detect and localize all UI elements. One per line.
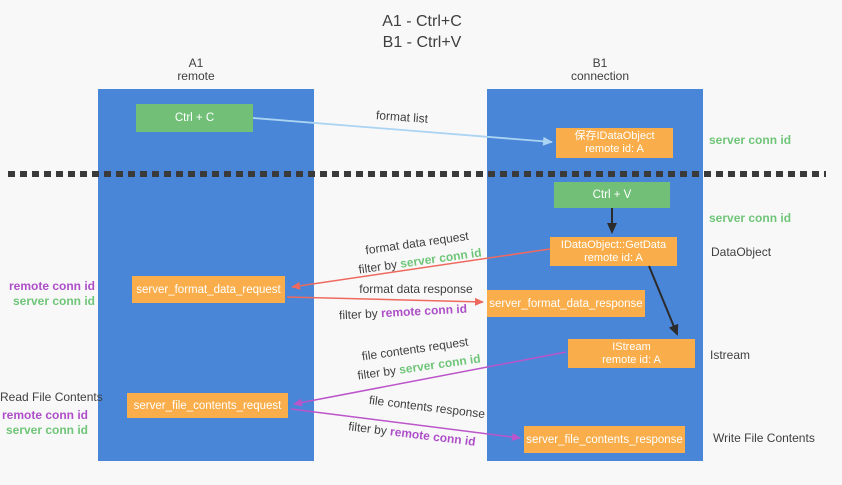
diagram-title: A1 - Ctrl+C B1 - Ctrl+V — [312, 11, 532, 53]
title-line-2: B1 - Ctrl+V — [382, 34, 462, 51]
save-dataobject-line2: remote id: A — [585, 143, 644, 155]
server-format-data-request-label: server_format_data_request — [136, 283, 281, 296]
right-server-conn-id-label-1: server conn id — [709, 133, 792, 147]
format-data-response-label: format data response — [359, 282, 473, 296]
remote-conn-id-text: remote conn id — [380, 301, 468, 321]
left-remote-conn-id-2: remote conn id — [1, 408, 88, 422]
ctrl-v-box: Ctrl + V — [554, 182, 670, 208]
left-column-role: remote — [177, 69, 215, 83]
getdata-box: IDataObject::GetData remote id: A — [550, 237, 677, 266]
left-column-name: A1 — [188, 56, 204, 70]
ctrl-v-label: Ctrl + V — [592, 189, 632, 201]
dataobject-label: DataObject — [711, 245, 772, 259]
right-column-name: B1 — [592, 56, 608, 70]
title-line-1: A1 - Ctrl+C — [382, 13, 462, 30]
left-server-conn-id-1: server conn id — [12, 294, 95, 308]
left-conn-id-labels-1: remote conn id server conn id — [0, 279, 95, 309]
remote-conn-id-text: remote conn id — [389, 424, 477, 449]
server-format-data-response-label: server_format_data_response — [489, 297, 643, 310]
filter-by-text: filter by — [357, 257, 398, 277]
istream-side-label: Istream — [710, 348, 751, 362]
format-data-response-arrow — [286, 296, 484, 306]
write-file-contents-label: Write File Contents — [713, 431, 815, 445]
getdata-line1: IDataObject::GetData — [560, 238, 667, 251]
right-server-conn-id-label-2: server conn id — [709, 211, 792, 225]
left-remote-conn-id-1: remote conn id — [8, 279, 95, 293]
left-column-header: A1 remote — [136, 57, 256, 83]
server-file-contents-response-box: server_file_contents_response — [524, 426, 685, 453]
ctrl-c-label: Ctrl + C — [174, 112, 215, 124]
istream-line1: IStream — [612, 340, 651, 353]
filter-by-remote-conn-id-label-1: filter by remote conn id — [339, 302, 468, 323]
save-dataobject-box: 保存IDataObject remote id: A — [556, 128, 673, 158]
save-dataobject-line1: 保存IDataObject — [574, 130, 655, 142]
dashed-separator-line — [8, 171, 826, 177]
left-conn-id-labels-2: remote conn id server conn id — [0, 408, 88, 438]
right-column-role: connection — [570, 69, 630, 83]
right-column-header: B1 connection — [540, 57, 660, 83]
file-contents-response-label: file contents response — [368, 392, 486, 422]
filter-by-text: filter by — [347, 419, 388, 438]
left-server-conn-id-2: server conn id — [5, 423, 88, 437]
istream-box: IStream remote id: A — [568, 339, 695, 368]
server-file-contents-response-label: server_file_contents_response — [526, 433, 683, 446]
server-file-contents-request-label: server_file_contents_request — [133, 399, 282, 412]
ctrl-c-box: Ctrl + C — [136, 104, 253, 132]
filter-by-text: filter by — [338, 306, 379, 323]
server-format-data-request-box: server_format_data_request — [132, 276, 285, 303]
getdata-line2: remote id: A — [584, 251, 643, 264]
server-file-contents-request-box: server_file_contents_request — [127, 393, 288, 418]
istream-line2: remote id: A — [602, 353, 661, 366]
filter-by-remote-conn-id-label-2: filter by remote conn id — [348, 419, 477, 449]
read-file-contents-label: Read File Contents — [0, 390, 103, 404]
format-list-label: format list — [375, 108, 429, 126]
filter-by-text: filter by — [356, 363, 397, 383]
server-format-data-response-box: server_format_data_response — [487, 290, 645, 317]
